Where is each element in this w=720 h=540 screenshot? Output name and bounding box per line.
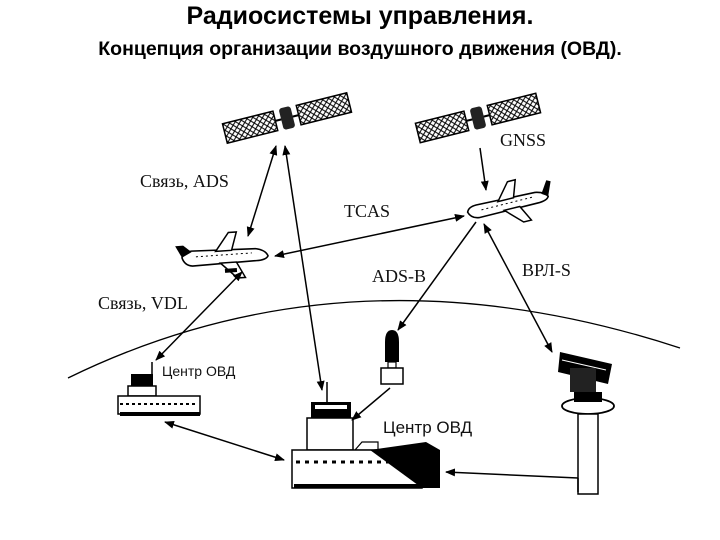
- label-vrl-s: ВРЛ-S: [522, 260, 571, 280]
- aircraft-icon-left: [175, 231, 269, 279]
- link-arrows: [155, 145, 579, 492]
- arrow-ads-b: [397, 221, 477, 331]
- label-gnss: GNSS: [500, 130, 546, 150]
- arrow-atc-left-main: [164, 420, 285, 462]
- arrow-radar-to-atc: [445, 468, 579, 479]
- ads-b-station-icon: [380, 330, 404, 385]
- atc-center-left-icon: [117, 362, 201, 416]
- label-comm-ads: Связь, ADS: [140, 171, 229, 191]
- earth-horizon: [67, 299, 681, 379]
- page-title: Радиосистемы управления.: [186, 2, 534, 30]
- arrow-ads-b-to-atc: [351, 387, 391, 421]
- arrow-tcas: [274, 213, 465, 259]
- page-subtitle: Концепция организации воздушного движени…: [98, 38, 622, 60]
- radar-tower-icon: [558, 352, 615, 495]
- satellite-icon-right: [414, 92, 542, 144]
- arrow-gnss-aircraft-right: [479, 147, 489, 191]
- arrow-satellite-atc-main: [282, 145, 325, 391]
- label-ads-b: ADS-B: [372, 266, 426, 286]
- arrow-vdl: [155, 271, 243, 361]
- satellite-icon-left: [221, 91, 353, 145]
- aircraft-icon-right: [466, 178, 551, 223]
- label-comm-vdl: Связь, VDL: [98, 293, 188, 313]
- arrow-vrl-s: [483, 223, 553, 353]
- arrow-satellite-aircraft-left: [246, 145, 278, 237]
- label-tcas: TCAS: [344, 201, 390, 221]
- label-atc-center-left: Центр ОВД: [162, 363, 236, 379]
- label-atc-center-main: Центр ОВД: [383, 418, 473, 437]
- atc-center-main-icon: [291, 382, 440, 489]
